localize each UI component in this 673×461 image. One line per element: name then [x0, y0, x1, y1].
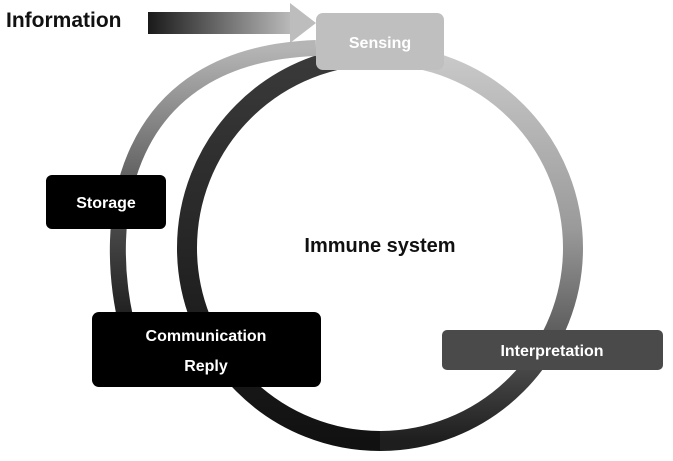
cycle-ring-left [177, 45, 381, 451]
information-arrow [148, 3, 316, 43]
node-communication-reply: Communication Reply [92, 312, 321, 387]
cycle-ring-right [379, 45, 583, 451]
node-sensing-label: Sensing [349, 35, 411, 52]
node-interpretation-label: Interpretation [500, 343, 603, 360]
center-label: Immune system [304, 235, 455, 257]
information-label: Information [6, 9, 122, 32]
node-communication-label: Communication [146, 328, 267, 345]
storage-loop-arc [109, 40, 317, 332]
node-sensing: Sensing [316, 13, 444, 70]
node-storage-label: Storage [76, 195, 136, 212]
node-reply-label: Reply [184, 358, 228, 375]
node-storage: Storage [46, 175, 166, 229]
node-interpretation: Interpretation [442, 330, 663, 370]
